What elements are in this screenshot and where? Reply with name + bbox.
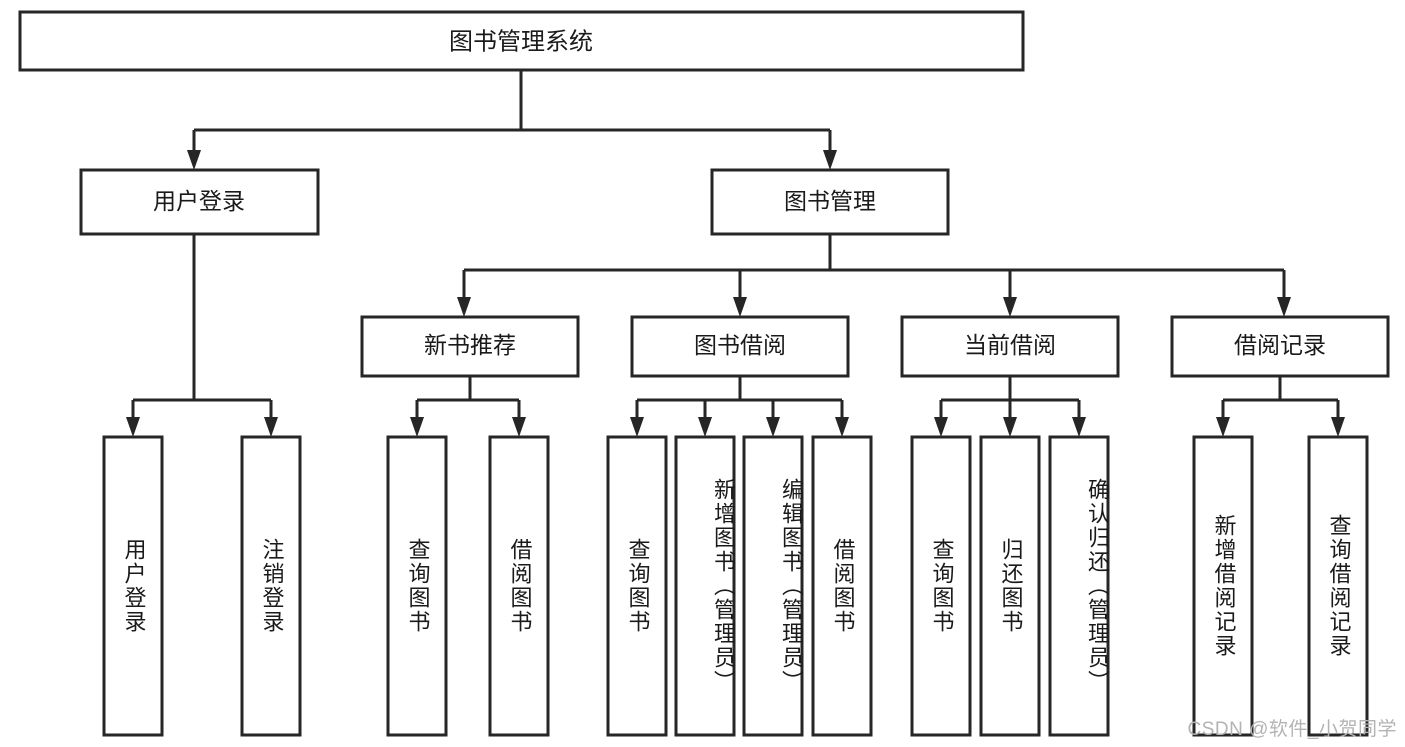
leaf-box-currentborrow-return[interactable]: [979, 435, 1041, 737]
connector-userlogin-to-leaves: [126, 234, 278, 437]
node-current-borrow[interactable]: 当前借阅: [900, 315, 1120, 378]
node-new-book-recommend-label: 新书推荐: [424, 332, 516, 358]
connector-bookborrow-to-leaves: [630, 376, 849, 437]
leaf-box-bookborrow-query[interactable]: [606, 435, 668, 737]
connector-newbook-to-leaves: [410, 376, 526, 437]
csdn-watermark: CSDN @软件_小贺同学: [1187, 719, 1397, 740]
node-book-borrow-label: 图书借阅: [694, 332, 786, 358]
connector-root-to-level2: [187, 70, 837, 170]
node-user-login-label: 用户登录: [153, 188, 245, 214]
leaf-box-currentborrow-query[interactable]: [910, 435, 972, 737]
node-book-borrow[interactable]: 图书借阅: [630, 315, 850, 378]
leaf-box-bookborrow-add[interactable]: [674, 435, 736, 737]
leaf-box-record-add[interactable]: [1192, 435, 1254, 737]
node-current-borrow-label: 当前借阅: [964, 332, 1056, 358]
node-book-management-label: 图书管理: [784, 188, 876, 214]
leaf-box-bookborrow-edit[interactable]: [742, 435, 804, 737]
leaf-box-bookborrow-borrow[interactable]: [811, 435, 873, 737]
connector-currentborrow-to-leaves: [934, 376, 1086, 437]
connector-bookmgmt-to-level3: [457, 234, 1291, 317]
leaf-box-newbook-query[interactable]: [386, 435, 448, 737]
node-root-system-label: 图书管理系统: [449, 28, 593, 55]
connector-borrowrecord-to-leaves: [1216, 376, 1345, 437]
node-root-system[interactable]: 图书管理系统: [18, 10, 1025, 72]
leaf-box-record-query[interactable]: [1307, 435, 1369, 737]
node-user-login[interactable]: 用户登录: [79, 168, 320, 236]
node-book-management[interactable]: 图书管理: [710, 168, 950, 236]
leaf-box-user-login-signin[interactable]: [102, 435, 164, 737]
leaf-box-currentborrow-confirm[interactable]: [1048, 435, 1110, 737]
leaf-box-newbook-borrow[interactable]: [488, 435, 550, 737]
node-borrow-record-label: 借阅记录: [1234, 332, 1326, 358]
node-new-book-recommend[interactable]: 新书推荐: [360, 315, 580, 378]
leaf-box-user-login-signout[interactable]: [240, 435, 302, 737]
node-borrow-record[interactable]: 借阅记录: [1170, 315, 1390, 378]
